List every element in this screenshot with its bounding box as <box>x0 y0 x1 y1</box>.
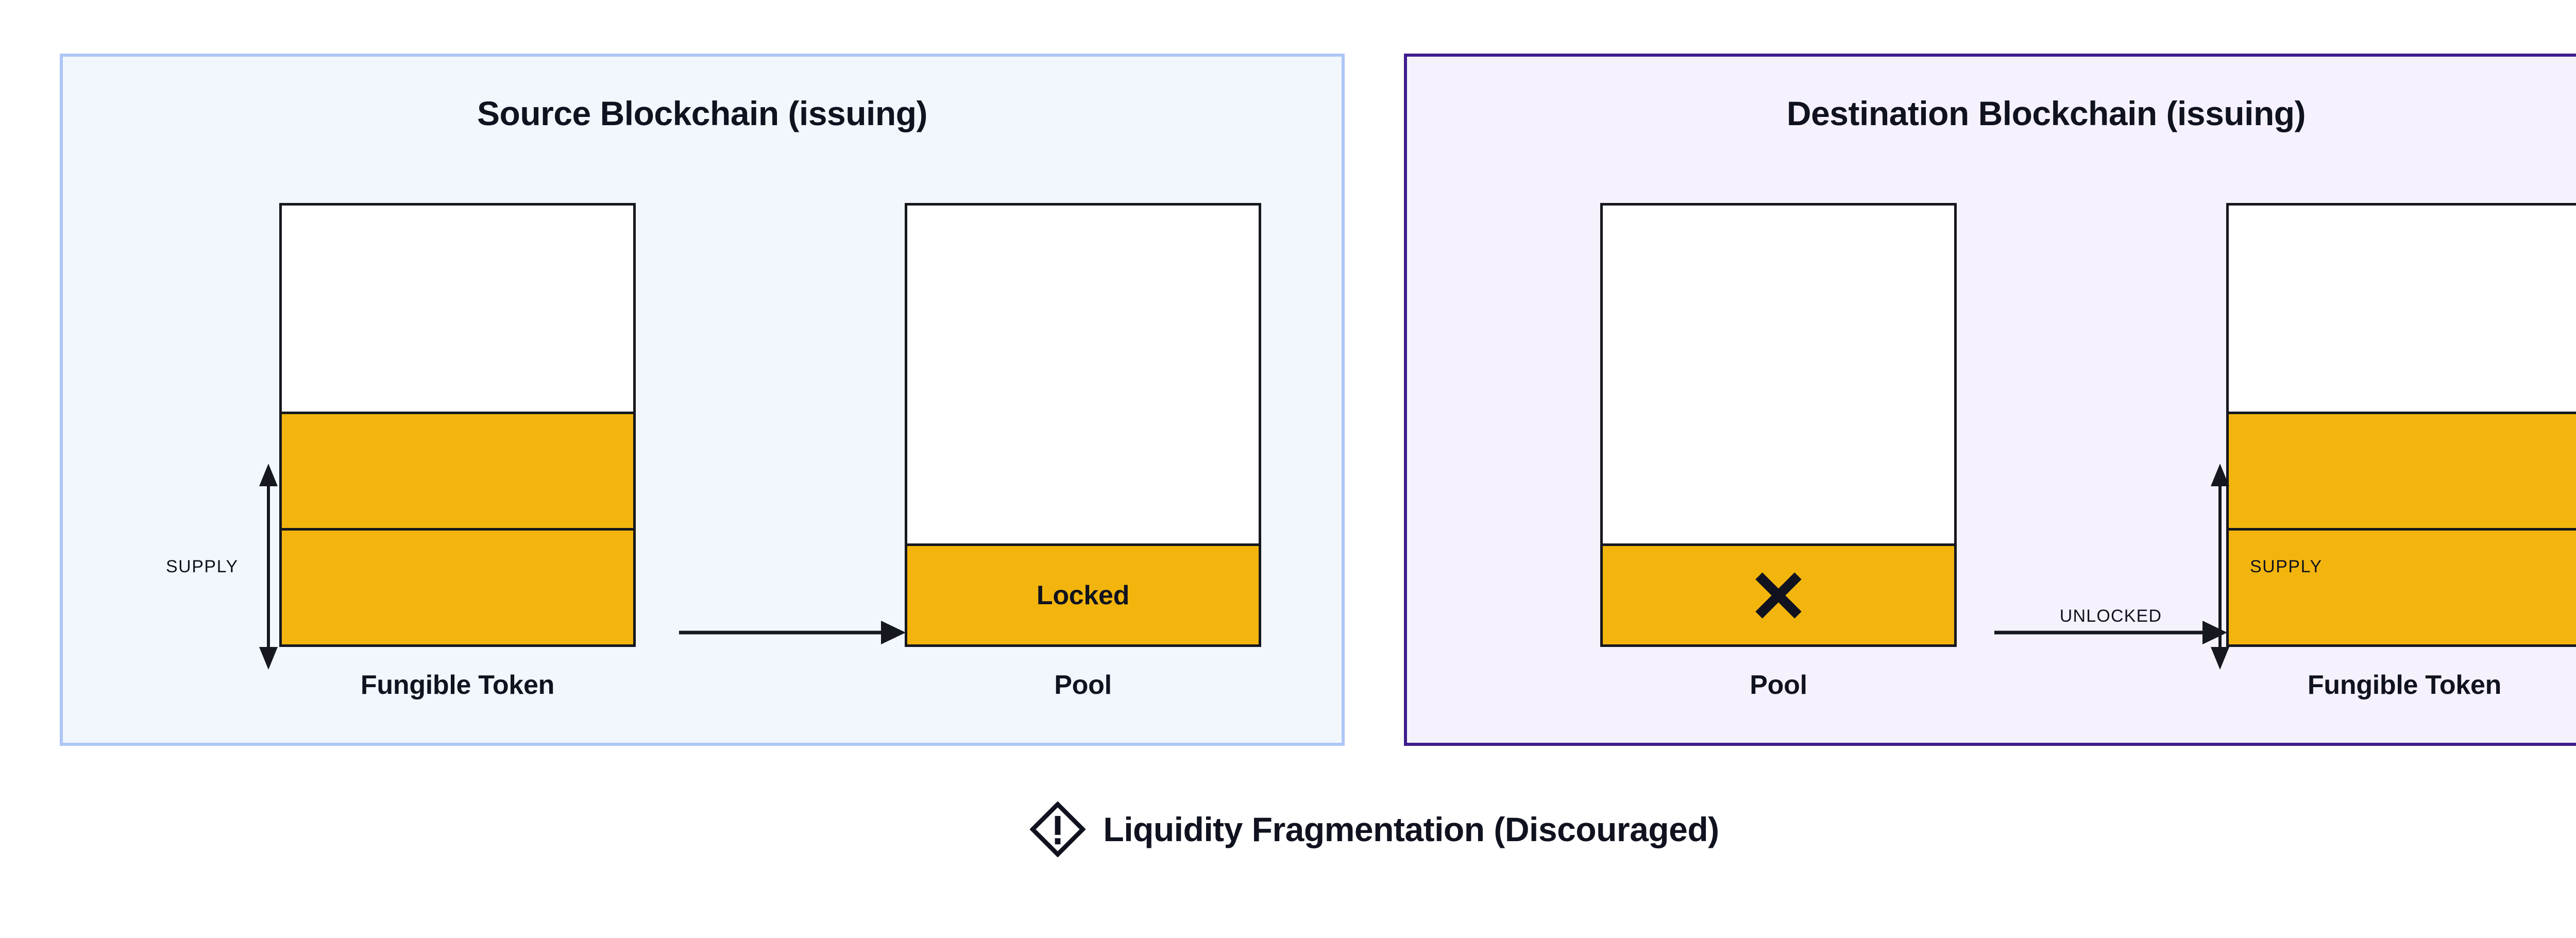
source-fungible-token-bar <box>279 203 636 647</box>
footer-caption: Liquidity Fragmentation (Discouraged) <box>0 801 2576 857</box>
warning-diamond-icon <box>1030 801 1086 857</box>
destination-fungible-token-column: Fungible Token <box>2226 203 2576 701</box>
destination-fungible-token-caption: Fungible Token <box>2307 670 2502 700</box>
source-fungible-token-column: Fungible Token <box>279 203 636 701</box>
destination-pool-column: Pool <box>1600 203 1957 701</box>
source-pool-bar: Locked <box>905 203 1261 647</box>
double-arrow-vertical-icon <box>2211 464 2229 670</box>
destination-pool-bar <box>1600 203 1957 647</box>
x-mark-icon <box>1755 572 1802 619</box>
destination-supply-measure: SUPPLY <box>2211 464 2323 670</box>
source-pool-locked-label: Locked <box>1036 580 1130 610</box>
arrow-right-icon <box>679 621 906 644</box>
source-blockchain-panel: Source Blockchain (issuing) SUPPLY Fungi… <box>60 54 1345 746</box>
destination-panel-title: Destination Blockchain (issuing) <box>1786 94 2306 132</box>
destination-blockchain-panel: Destination Blockchain (issuing) Pool UN… <box>1404 54 2576 746</box>
destination-fungible-token-bar <box>2226 203 2576 647</box>
source-pool-column: Locked Pool <box>905 203 1261 701</box>
source-pool-segment-locked: Locked <box>907 543 1259 644</box>
source-supply-measure: SUPPLY <box>166 464 278 670</box>
destination-supply-label: SUPPLY <box>2250 556 2323 576</box>
source-token-segment-minted-upper <box>282 412 633 528</box>
source-fungible-token-caption: Fungible Token <box>360 670 555 700</box>
source-pool-caption: Pool <box>1054 670 1112 700</box>
destination-pool-segment-unlocked <box>1603 543 1954 644</box>
destination-token-segment-minted-lower <box>2229 528 2576 644</box>
destination-unlock-flow-arrow: UNLOCKED <box>1994 577 2227 649</box>
source-supply-label: SUPPLY <box>166 556 239 576</box>
source-lock-flow-arrow <box>679 577 906 649</box>
double-arrow-vertical-icon <box>259 464 278 670</box>
destination-pool-caption: Pool <box>1750 670 1807 700</box>
arrow-right-icon <box>1994 621 2227 644</box>
source-panel-title: Source Blockchain (issuing) <box>477 94 928 132</box>
destination-token-segment-minted-upper <box>2229 412 2576 528</box>
footer-caption-text: Liquidity Fragmentation (Discouraged) <box>1103 810 1719 848</box>
source-token-segment-minted-lower <box>282 528 633 644</box>
destination-flow-label: UNLOCKED <box>2059 606 2162 626</box>
